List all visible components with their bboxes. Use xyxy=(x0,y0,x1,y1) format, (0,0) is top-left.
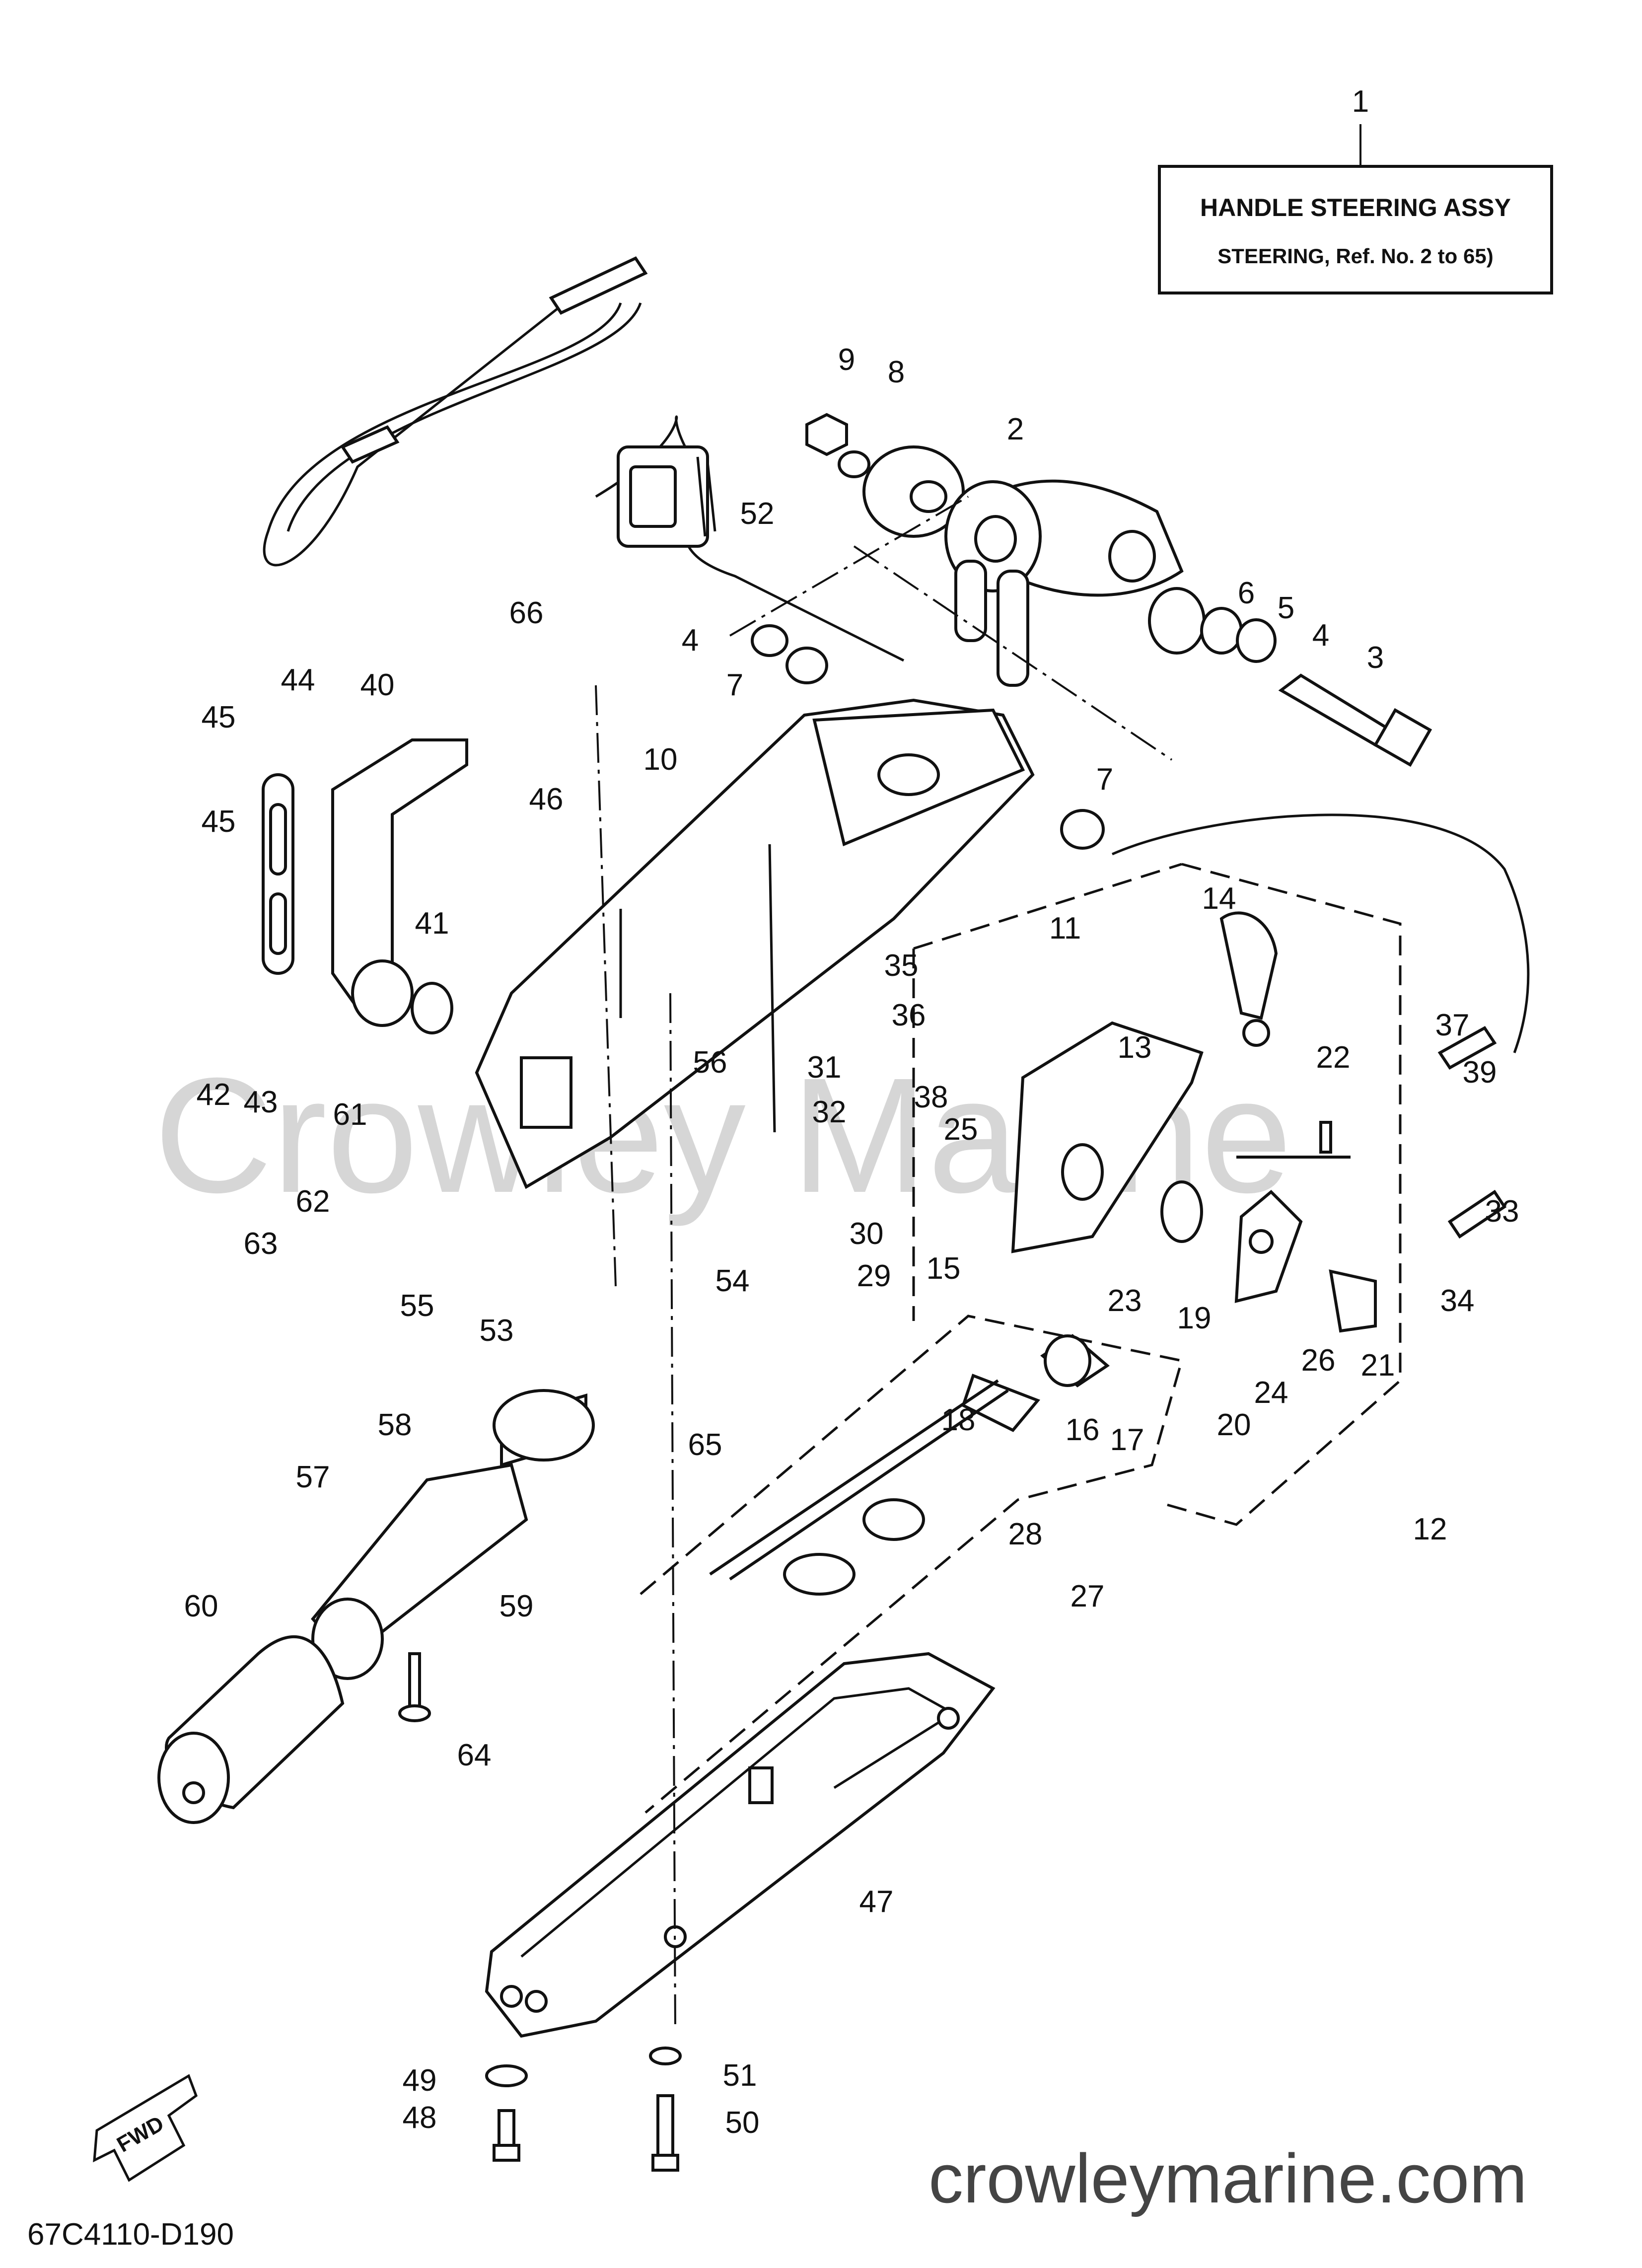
shift-throttle-cables xyxy=(263,256,905,662)
callout-27: 27 xyxy=(1071,1579,1105,1613)
callout-16: 16 xyxy=(1066,1413,1100,1447)
callout-24: 24 xyxy=(1254,1376,1288,1410)
callout-49: 49 xyxy=(403,2063,437,2098)
callout-61: 61 xyxy=(333,1097,367,1132)
callout-50: 50 xyxy=(725,2106,760,2140)
callout-60: 60 xyxy=(184,1589,218,1623)
callout-47: 47 xyxy=(859,1885,894,1919)
washers-bolts xyxy=(751,413,1432,850)
callout-56: 56 xyxy=(693,1045,727,1080)
drawing-code: 67C4110-D190 xyxy=(27,2217,234,2252)
callout-51: 51 xyxy=(723,2058,757,2093)
throttle-cable xyxy=(1111,813,1530,1239)
callout-58: 58 xyxy=(378,1408,412,1442)
callout-22: 22 xyxy=(1316,1040,1351,1075)
grommet xyxy=(617,445,716,548)
callout-29: 29 xyxy=(857,1259,891,1293)
callout-31: 31 xyxy=(807,1050,842,1085)
callout-8: 8 xyxy=(888,355,905,389)
callout-32: 32 xyxy=(812,1095,847,1129)
callout-42: 42 xyxy=(197,1078,231,1112)
watermark-url: crowleymarine.com xyxy=(928,2139,1527,2217)
callout-14: 14 xyxy=(1202,881,1236,916)
control-mechanism xyxy=(640,863,1402,1814)
callout-41: 41 xyxy=(415,906,449,941)
callout-23: 23 xyxy=(1108,1284,1142,1318)
callout-45: 45 xyxy=(202,805,236,839)
callout-30: 30 xyxy=(850,1217,884,1251)
callout-15: 15 xyxy=(927,1251,961,1286)
callout-4: 4 xyxy=(1312,618,1329,653)
callout-39: 39 xyxy=(1463,1055,1497,1090)
callout-5: 5 xyxy=(1278,591,1294,625)
callout-1: 1 xyxy=(1352,84,1369,119)
callout-21: 21 xyxy=(1361,1348,1395,1383)
callout-11: 11 xyxy=(1049,911,1081,946)
callout-40: 40 xyxy=(360,668,395,702)
callout-57: 57 xyxy=(296,1460,330,1494)
callout-62: 62 xyxy=(296,1184,330,1219)
lever-bracket xyxy=(262,773,294,975)
callout-59: 59 xyxy=(500,1589,534,1623)
callout-64: 64 xyxy=(457,1738,492,1772)
callout-17: 17 xyxy=(1110,1423,1144,1457)
callout-66: 66 xyxy=(509,596,544,630)
callout-55: 55 xyxy=(400,1289,434,1323)
title-box: HANDLE STEERING ASSY STEERING, Ref. No. … xyxy=(1158,124,1553,294)
callout-53: 53 xyxy=(480,1314,514,1348)
callout-9: 9 xyxy=(838,343,855,377)
callout-38: 38 xyxy=(914,1080,948,1114)
callout-25: 25 xyxy=(944,1112,978,1147)
handle-arm xyxy=(331,738,468,1034)
callout-26: 26 xyxy=(1301,1343,1336,1378)
title-line-1: HANDLE STEERING ASSY xyxy=(1200,194,1511,221)
callout-19: 19 xyxy=(1177,1301,1212,1335)
callout-10: 10 xyxy=(643,742,678,777)
fwd-arrow: FWD xyxy=(93,2074,198,2182)
cover-bolts xyxy=(485,2047,682,2172)
callout-6: 6 xyxy=(1238,576,1255,610)
callout-46: 46 xyxy=(529,782,564,816)
callout-2: 2 xyxy=(1007,412,1024,446)
callout-35: 35 xyxy=(884,949,919,983)
callout-65: 65 xyxy=(688,1428,722,1462)
callout-3: 3 xyxy=(1367,641,1384,675)
callout-44: 44 xyxy=(281,663,315,697)
callout-12: 12 xyxy=(1413,1512,1447,1546)
reference-lines xyxy=(595,496,1173,2032)
callout-33: 33 xyxy=(1485,1194,1519,1229)
callout-4: 4 xyxy=(682,623,699,658)
callout-45: 45 xyxy=(202,700,236,734)
shift-rod xyxy=(709,1379,1009,1596)
callout-52: 52 xyxy=(740,497,775,531)
callout-48: 48 xyxy=(403,2101,437,2135)
bottom-cover xyxy=(485,1652,996,2038)
callout-28: 28 xyxy=(1008,1517,1043,1551)
callout-54: 54 xyxy=(715,1264,750,1298)
title-line-2: STEERING, Ref. No. 2 to 65) xyxy=(1217,244,1493,268)
callout-43: 43 xyxy=(244,1085,278,1119)
callout-36: 36 xyxy=(892,998,926,1032)
steering-bracket xyxy=(862,445,1184,687)
callout-7: 7 xyxy=(726,668,743,702)
callout-20: 20 xyxy=(1217,1408,1251,1442)
callout-7: 7 xyxy=(1096,762,1113,797)
tiller-grip-assembly xyxy=(157,1389,595,1824)
handle-housing xyxy=(475,698,1035,1189)
callout-63: 63 xyxy=(244,1227,278,1261)
callout-18: 18 xyxy=(941,1403,976,1437)
callout-34: 34 xyxy=(1440,1284,1475,1318)
callout-13: 13 xyxy=(1118,1030,1152,1065)
callout-37: 37 xyxy=(1435,1008,1470,1042)
